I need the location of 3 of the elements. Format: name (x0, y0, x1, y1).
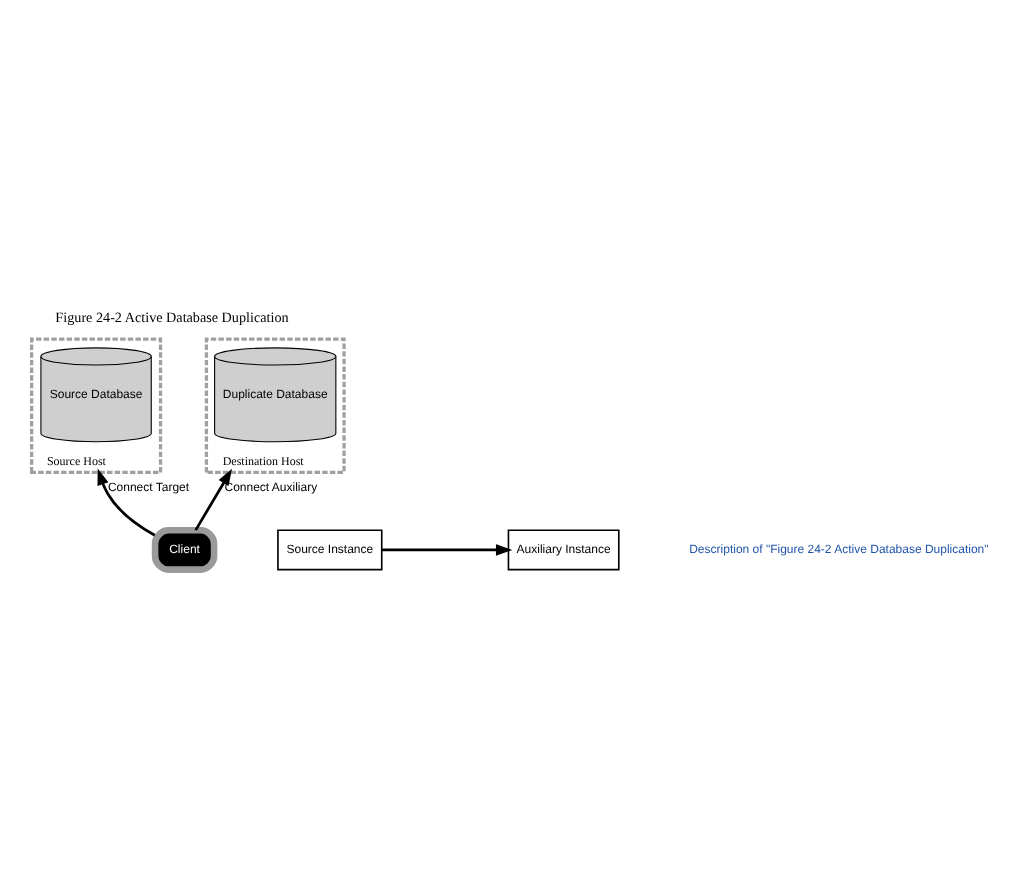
arrow (97, 468, 156, 537)
arrow (381, 544, 513, 556)
arrow (194, 468, 232, 531)
